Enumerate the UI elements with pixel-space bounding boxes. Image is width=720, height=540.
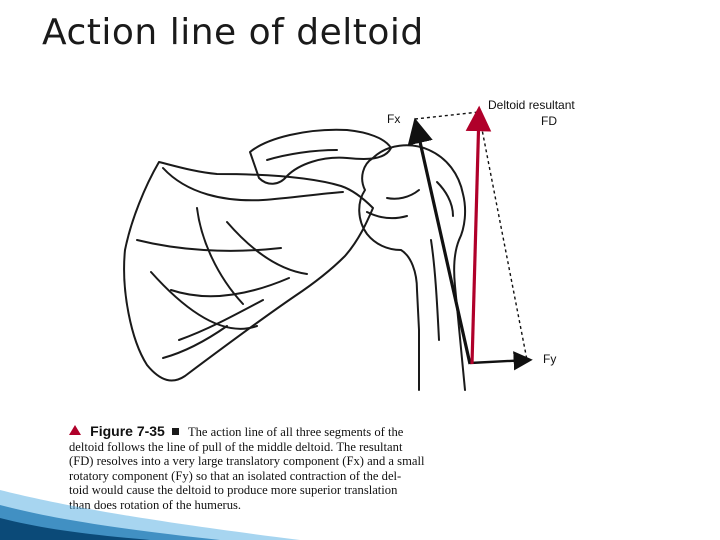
fy-label: Fy (543, 352, 557, 366)
square-bullet-icon (172, 428, 180, 435)
fx-label: Fx (387, 112, 401, 126)
caption-line: The action line of all three segments of… (187, 425, 404, 439)
corner-decoration (0, 490, 300, 540)
caption-line: deltoid follows the line of pull of the … (69, 439, 403, 454)
humerus-outline (358, 144, 467, 391)
shoulder-diagram (123, 105, 533, 391)
figure-caption: Figure 7-35 The action line of all three… (69, 424, 637, 513)
caption-line: (FD) resolves into a very large translat… (69, 454, 425, 469)
acromion-outline (249, 128, 392, 185)
slide-title: Action line of deltoid (42, 12, 424, 53)
scapula-outline (123, 161, 374, 382)
deltoid-resultant-label: Deltoid resultant (488, 98, 575, 112)
caption-line: toid would cause the deltoid to produce … (69, 483, 398, 498)
caption-line: rotatory component (Fy) so that an isola… (69, 468, 402, 483)
deltoid-resultant-vector (465, 105, 492, 365)
dotted-top-line (414, 111, 480, 120)
figure-label: Figure 7-35 (90, 423, 165, 439)
dotted-right-line (478, 113, 528, 361)
fd-label: FD (541, 114, 557, 128)
fx-vector (407, 117, 472, 365)
fy-vector (469, 351, 533, 371)
figure: Deltoid resultant FD Fx Fy Figure 7-35 T… (67, 90, 653, 522)
triangle-icon (69, 425, 81, 435)
caption-line: than does rotation of the humerus. (69, 497, 242, 512)
